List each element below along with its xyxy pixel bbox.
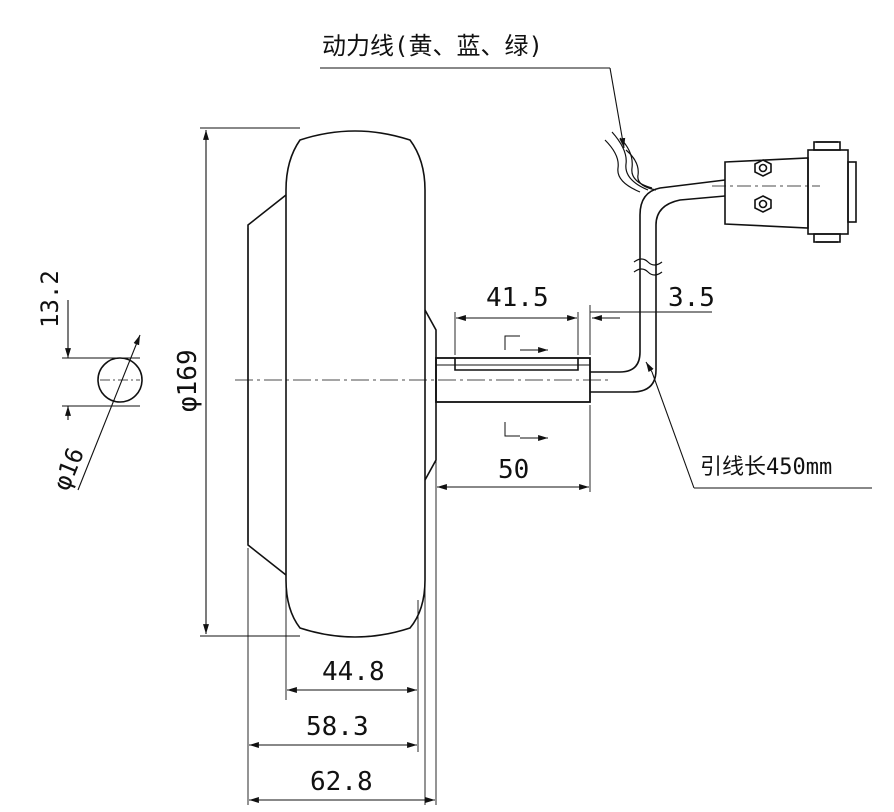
- shaft-step: [454, 358, 579, 371]
- dim-label-62-8: 62.8: [310, 767, 373, 797]
- dim-label-3-5: 3.5: [668, 283, 715, 313]
- dim-label-phi169: φ169: [173, 349, 203, 412]
- text-labels: 动力线(黄、蓝、绿) 引线长450mm 41.5 3.5 50 44.8 58.…: [36, 32, 832, 797]
- lead-length-label: 引线长450mm: [700, 455, 832, 480]
- dim-label-phi16: φ16: [48, 444, 90, 495]
- power-wires: [604, 139, 641, 193]
- dim-label-58-3: 58.3: [306, 712, 369, 742]
- dim-label-41-5: 41.5: [486, 283, 549, 313]
- motor-body: [247, 130, 591, 638]
- leader-lines: [320, 67, 872, 489]
- left-cover: [247, 194, 287, 576]
- shaft-section: [62, 300, 143, 491]
- cable-lower: [590, 179, 726, 373]
- db-connector: [712, 141, 857, 243]
- cable-upper: [590, 195, 726, 393]
- dim-label-44-8: 44.8: [322, 657, 385, 687]
- dimension-lines: [200, 127, 712, 805]
- dim-label-13-2: 13.2: [36, 270, 64, 328]
- power-wire-label: 动力线(黄、蓝、绿): [322, 32, 543, 60]
- cable-assembly: [590, 131, 857, 393]
- dim-label-50: 50: [498, 455, 529, 485]
- right-flange: [424, 309, 437, 481]
- tire-outline: [285, 130, 426, 638]
